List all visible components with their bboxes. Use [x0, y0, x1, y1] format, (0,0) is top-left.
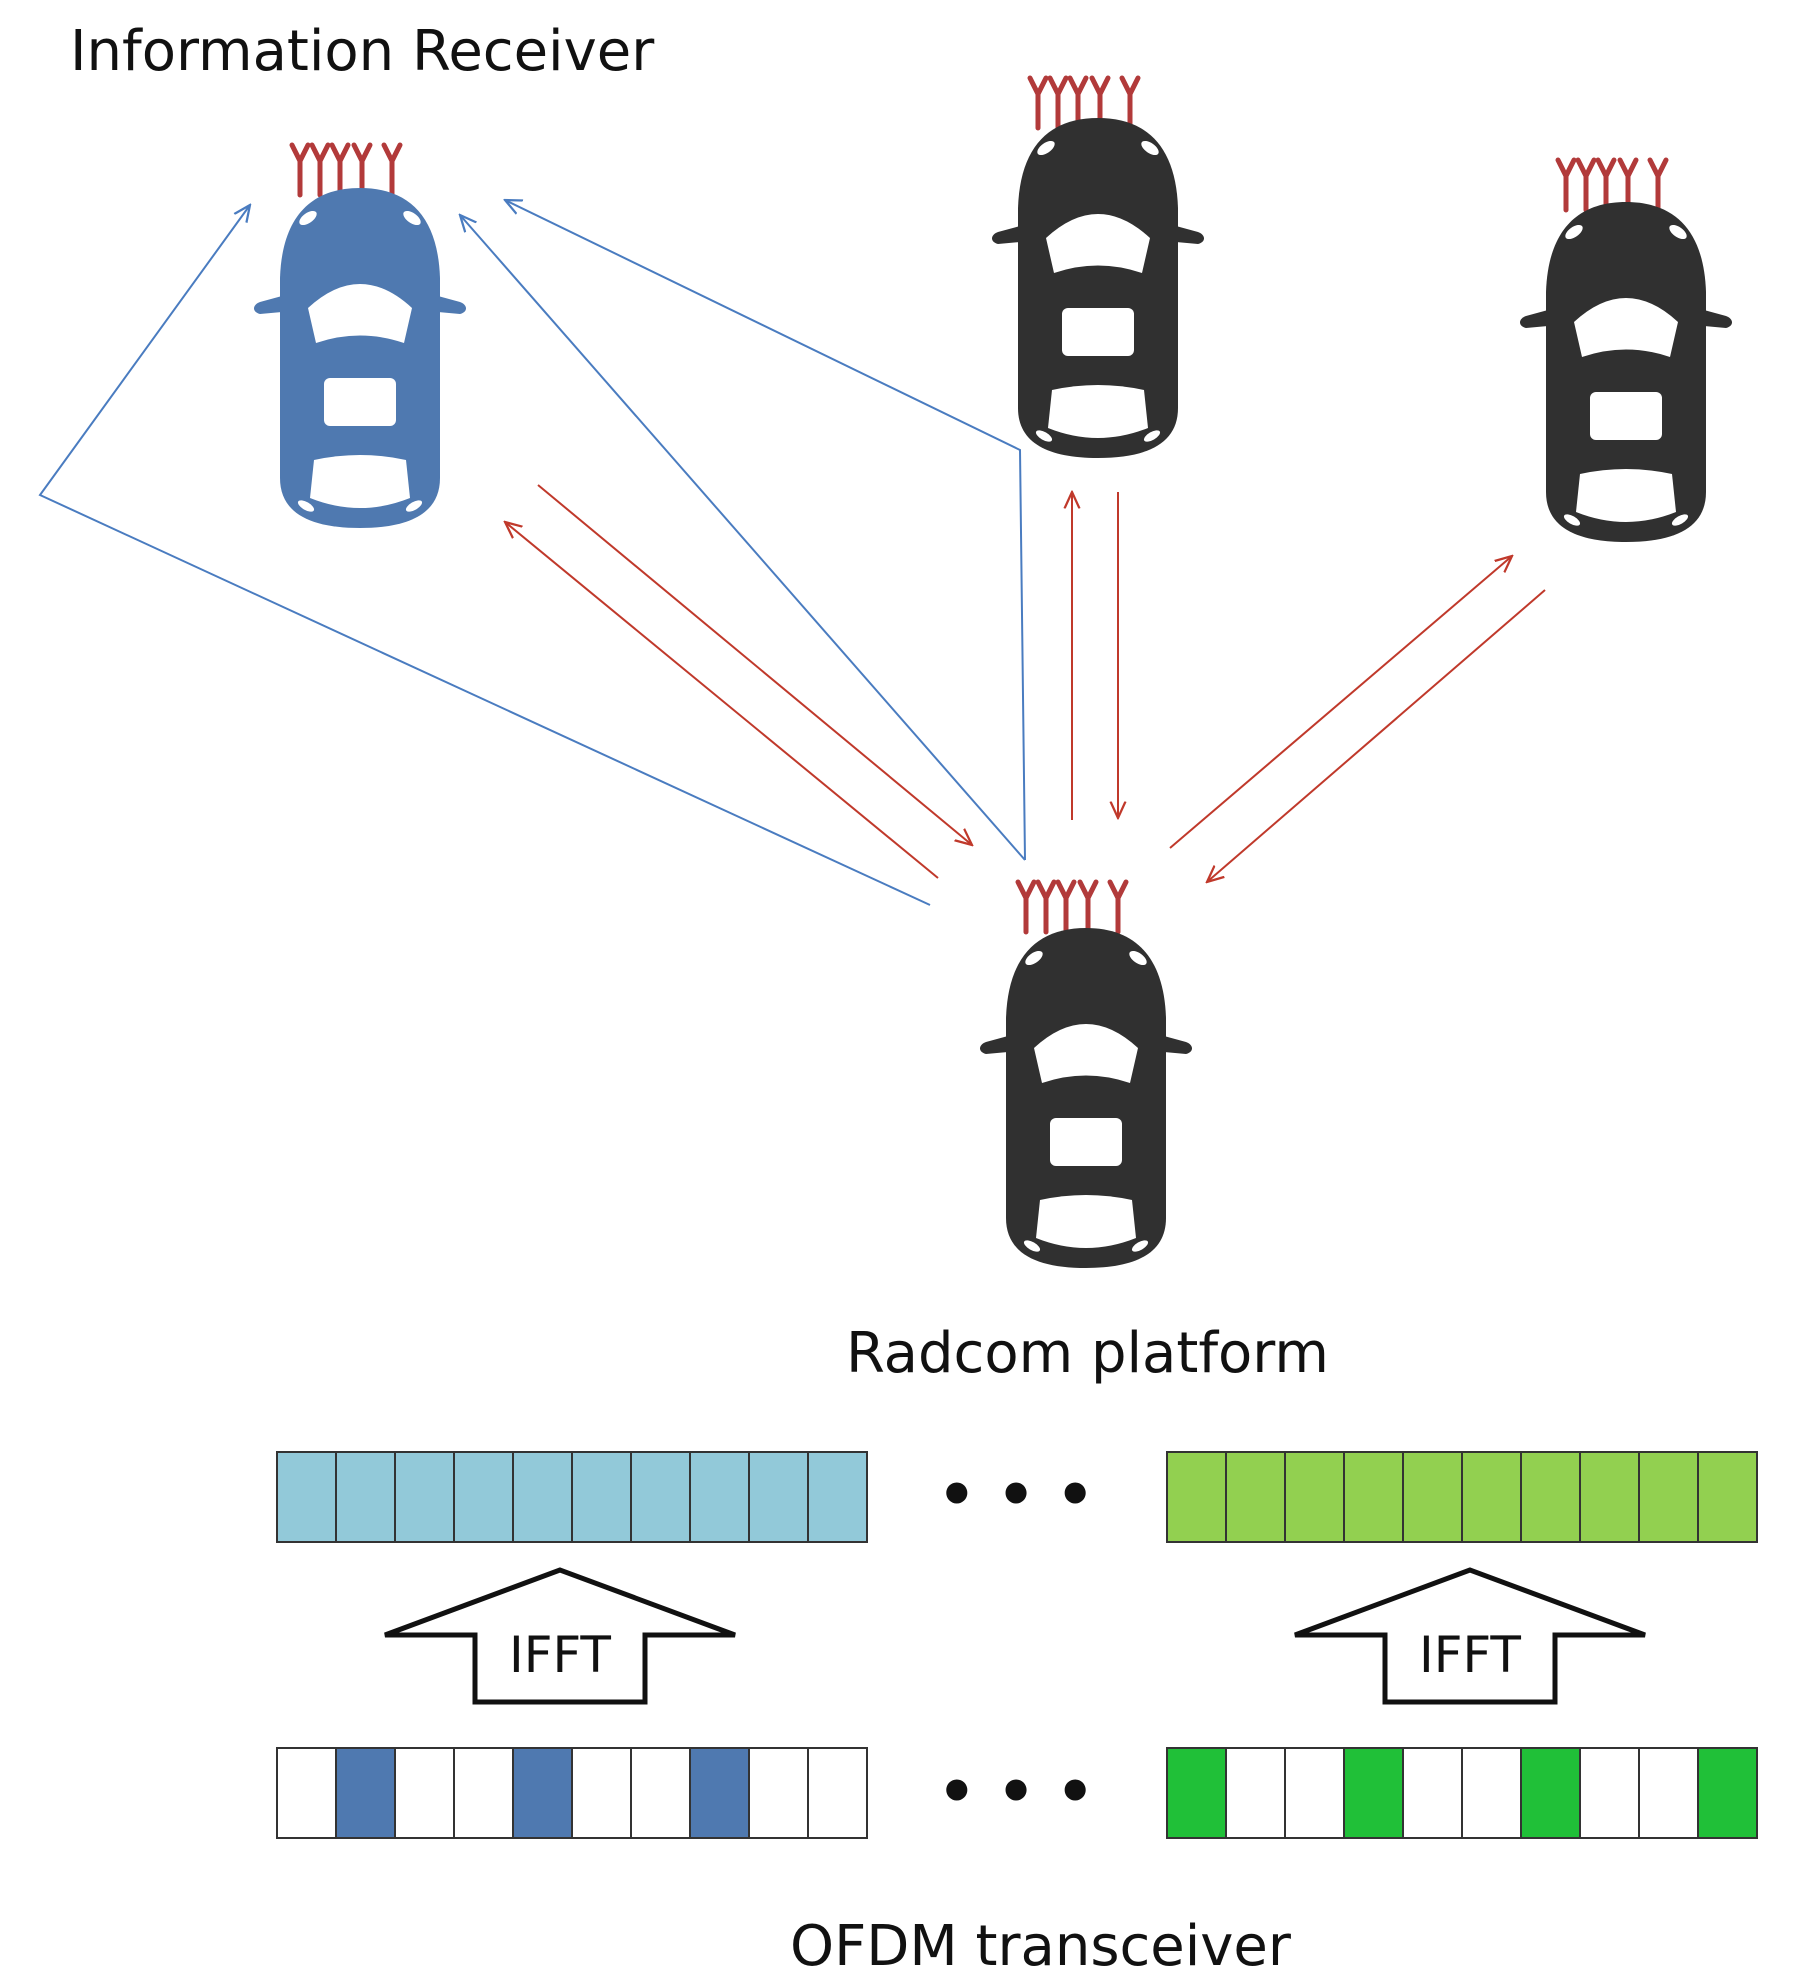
time-domain-block-right-cell-1 [1225, 1451, 1286, 1543]
time-domain-block-right-cell-5 [1461, 1451, 1522, 1543]
subcarrier-block-right-cell-5 [1461, 1747, 1522, 1839]
comm-path-direct [460, 215, 1026, 861]
time-domain-block-right-cell-9 [1697, 1451, 1758, 1543]
information-receiver-car [254, 145, 466, 528]
subcarrier-block-left-cell-1 [335, 1747, 396, 1839]
time-domain-block-left-cell-1 [335, 1451, 396, 1543]
ofdm-blocks [276, 1451, 1758, 1839]
communication-links [38, 200, 1026, 906]
time-domain-block-right-cell-6 [1520, 1451, 1581, 1543]
subcarrier-block-left-cell-4 [512, 1747, 573, 1839]
subcarrier-block-right-cell-4 [1402, 1747, 1463, 1839]
target-car-center [992, 78, 1204, 458]
subcarrier-block-right [1166, 1747, 1758, 1839]
time-domain-block-left-cell-6 [630, 1451, 691, 1543]
radar-tx-to-receiver-car [505, 522, 939, 879]
time-domain-block-left-cell-9 [807, 1451, 868, 1543]
radar-links [505, 484, 1546, 882]
ifft-label-left: IFFT [509, 1626, 611, 1684]
time-domain-block-right-cell-2 [1284, 1451, 1345, 1543]
subcarrier-block-left-cell-6 [630, 1747, 691, 1839]
time-domain-block-left-cell-5 [571, 1451, 632, 1543]
subcarrier-block-left-cell-3 [453, 1747, 514, 1839]
time-domain-block-left-cell-2 [394, 1451, 455, 1543]
subcarrier-block-right-cell-7 [1579, 1747, 1640, 1839]
subcarrier-block-right-cell-1 [1225, 1747, 1286, 1839]
information-receiver-label: Information Receiver [70, 19, 655, 84]
time-domain-block-right-cell-4 [1402, 1451, 1463, 1543]
target-car-right [1520, 160, 1732, 542]
ellipsis-time-domain: • • • [938, 1460, 1095, 1530]
subcarrier-block-left-cell-7 [689, 1747, 750, 1839]
ofdm-transceiver-label: OFDM transceiver [790, 1914, 1292, 1979]
ifft-arrow-right: IFFT [1294, 1567, 1646, 1705]
time-domain-block-right-cell-7 [1579, 1451, 1640, 1543]
time-domain-block-left-cell-3 [453, 1451, 514, 1543]
subcarrier-block-left [276, 1747, 868, 1839]
subcarrier-block-left-cell-0 [276, 1747, 337, 1839]
subcarrier-block-right-cell-8 [1638, 1747, 1699, 1839]
ellipsis-frequency-domain: • • • [938, 1757, 1095, 1827]
subcarrier-block-right-cell-6 [1520, 1747, 1581, 1839]
time-domain-block-right-cell-3 [1343, 1451, 1404, 1543]
subcarrier-block-left-cell-8 [748, 1747, 809, 1839]
subcarrier-block-right-cell-9 [1697, 1747, 1758, 1839]
radcom-platform-label: Radcom platform [846, 1321, 1329, 1386]
subcarrier-block-left-cell-9 [807, 1747, 868, 1839]
ifft-label-right: IFFT [1419, 1626, 1521, 1684]
comm-path-reflection-left [38, 205, 931, 906]
subcarrier-block-left-cell-2 [394, 1747, 455, 1839]
ifft-arrow-left: IFFT [384, 1567, 736, 1705]
time-domain-block-left-cell-4 [512, 1451, 573, 1543]
time-domain-block-left [276, 1451, 868, 1543]
time-domain-block-left-cell-7 [689, 1451, 750, 1543]
comm-path-reflection-top [505, 200, 1026, 861]
subcarrier-block-right-cell-3 [1343, 1747, 1404, 1839]
subcarrier-block-left-cell-5 [571, 1747, 632, 1839]
radar-tx-to-right-car [1169, 556, 1512, 849]
time-domain-block-right-cell-0 [1166, 1451, 1227, 1543]
radar-echo-from-right-car [1207, 589, 1546, 882]
radar-echo-from-receiver-car [537, 484, 972, 845]
time-domain-block-left-cell-8 [748, 1451, 809, 1543]
subcarrier-block-right-cell-2 [1284, 1747, 1345, 1839]
time-domain-block-right-cell-8 [1638, 1451, 1699, 1543]
radcom-platform-car [980, 882, 1192, 1268]
time-domain-block-right [1166, 1451, 1758, 1543]
subcarrier-block-right-cell-0 [1166, 1747, 1227, 1839]
time-domain-block-left-cell-0 [276, 1451, 337, 1543]
